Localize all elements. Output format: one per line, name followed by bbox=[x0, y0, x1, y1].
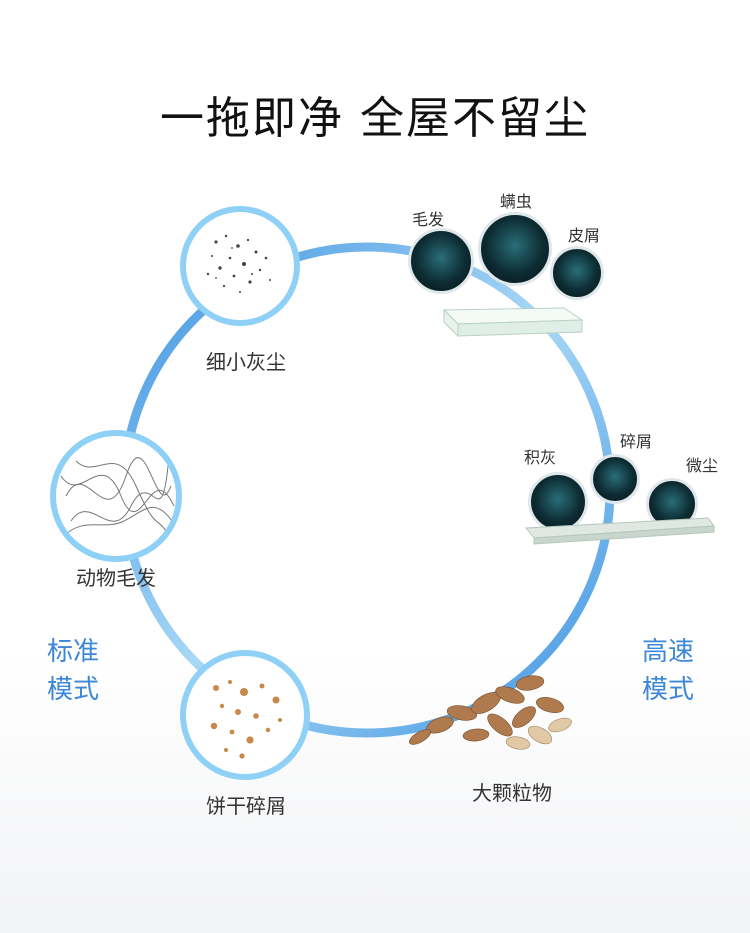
standard-mode-label: 标准 模式 bbox=[46, 637, 99, 705]
pet-hair-label: 动物毛发 bbox=[76, 566, 156, 590]
pet-hair-image bbox=[50, 430, 182, 562]
high-speed-mode-label: 高速 模式 bbox=[641, 637, 694, 705]
mites-label: 螨虫 bbox=[500, 192, 533, 211]
floor-icon bbox=[525, 517, 715, 545]
mite-microbe-icon bbox=[478, 212, 552, 286]
hair-strands-icon bbox=[60, 457, 175, 537]
dust-microbe-icon bbox=[528, 472, 588, 532]
hair-label: 毛发 bbox=[412, 210, 445, 229]
floor-dust-image: 积灰 碎屑 微尘 bbox=[518, 420, 728, 560]
fine-dust-label: 细小灰尘 bbox=[206, 350, 286, 374]
nuts-pile-image bbox=[409, 675, 572, 750]
biscuit-crumbs-image bbox=[180, 650, 310, 780]
hair-microbe-icon bbox=[408, 228, 474, 294]
debris-label: 碎屑 bbox=[620, 432, 653, 451]
crumbs-icon bbox=[210, 680, 282, 759]
page-headline: 一拖即净 全屋不留尘 bbox=[160, 93, 590, 144]
large-particles-label: 大颗粒物 bbox=[472, 781, 552, 805]
biscuit-crumbs-label: 饼干碎屑 bbox=[206, 794, 286, 818]
mattress-icon bbox=[442, 307, 584, 338]
micro-dust-label: 微尘 bbox=[686, 456, 719, 475]
skin-flakes-label: 皮屑 bbox=[568, 226, 601, 245]
debris-microbe-icon bbox=[590, 454, 640, 504]
flake-microbe-icon bbox=[550, 246, 604, 300]
fine-dust-image bbox=[180, 206, 300, 326]
accumulated-dust-label: 积灰 bbox=[524, 448, 557, 467]
mattress-mites-image: 毛发 螨虫 皮屑 bbox=[404, 188, 624, 338]
dust-particles-icon bbox=[206, 234, 271, 293]
